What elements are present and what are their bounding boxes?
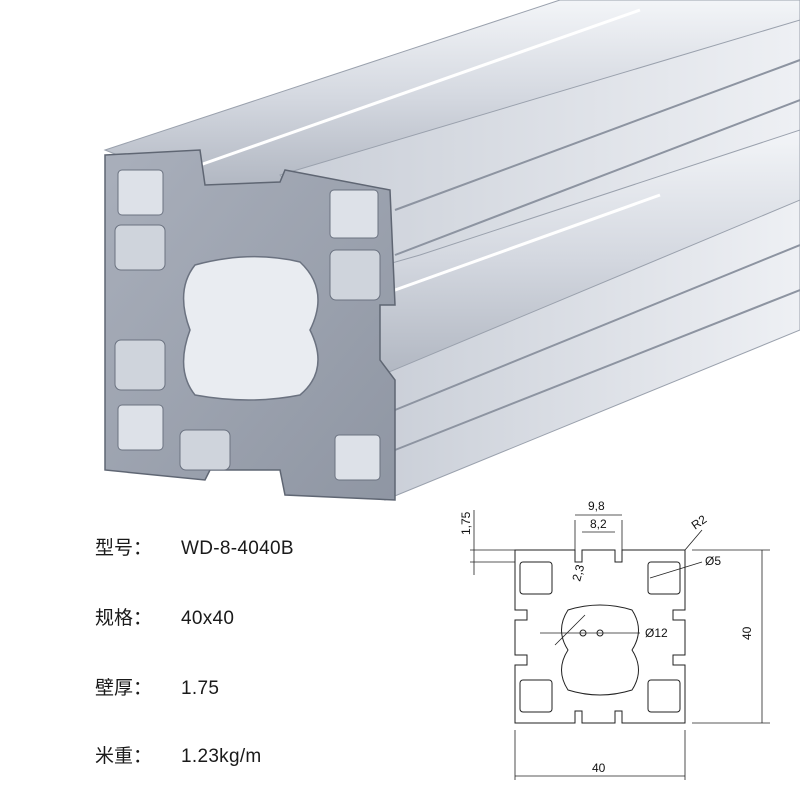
spec-row-model: 型号： WD-8-4040B [95,533,294,560]
dim-radius: R2 [689,512,710,532]
dim-width: 40 [592,761,606,775]
profile-body [103,0,800,501]
spec-value: 1.75 [181,678,220,699]
spec-value: 1.23kg/m [181,746,262,767]
dim-slot-inner: 8,2 [590,517,607,531]
profile-render-image [103,0,800,501]
dim-slot-outer: 9,8 [588,499,605,513]
spec-label: 壁厚： [95,677,153,699]
dim-hole: Ø5 [705,554,721,568]
spec-row-wall: 壁厚： 1.75 [95,673,219,700]
dim-core: Ø12 [645,626,668,640]
profile-outline [514,549,686,724]
spec-row-weight: 米重： 1.23kg/m [95,741,262,768]
dim-lip: 1,75 [459,511,473,535]
dim-wall: 2,3 [569,563,587,583]
spec-row-size: 规格： 40x40 [95,603,234,630]
spec-label: 规格： [95,607,153,629]
spec-label: 米重： [95,745,153,767]
spec-value: 40x40 [181,608,235,629]
cross-section-drawing: 9,8 8,2 1,75 R2 2,3 Ø5 Ø12 40 40 [459,499,770,780]
dim-height: 40 [740,626,754,640]
spec-label: 型号： [95,537,153,559]
spec-value: WD-8-4040B [181,538,294,559]
